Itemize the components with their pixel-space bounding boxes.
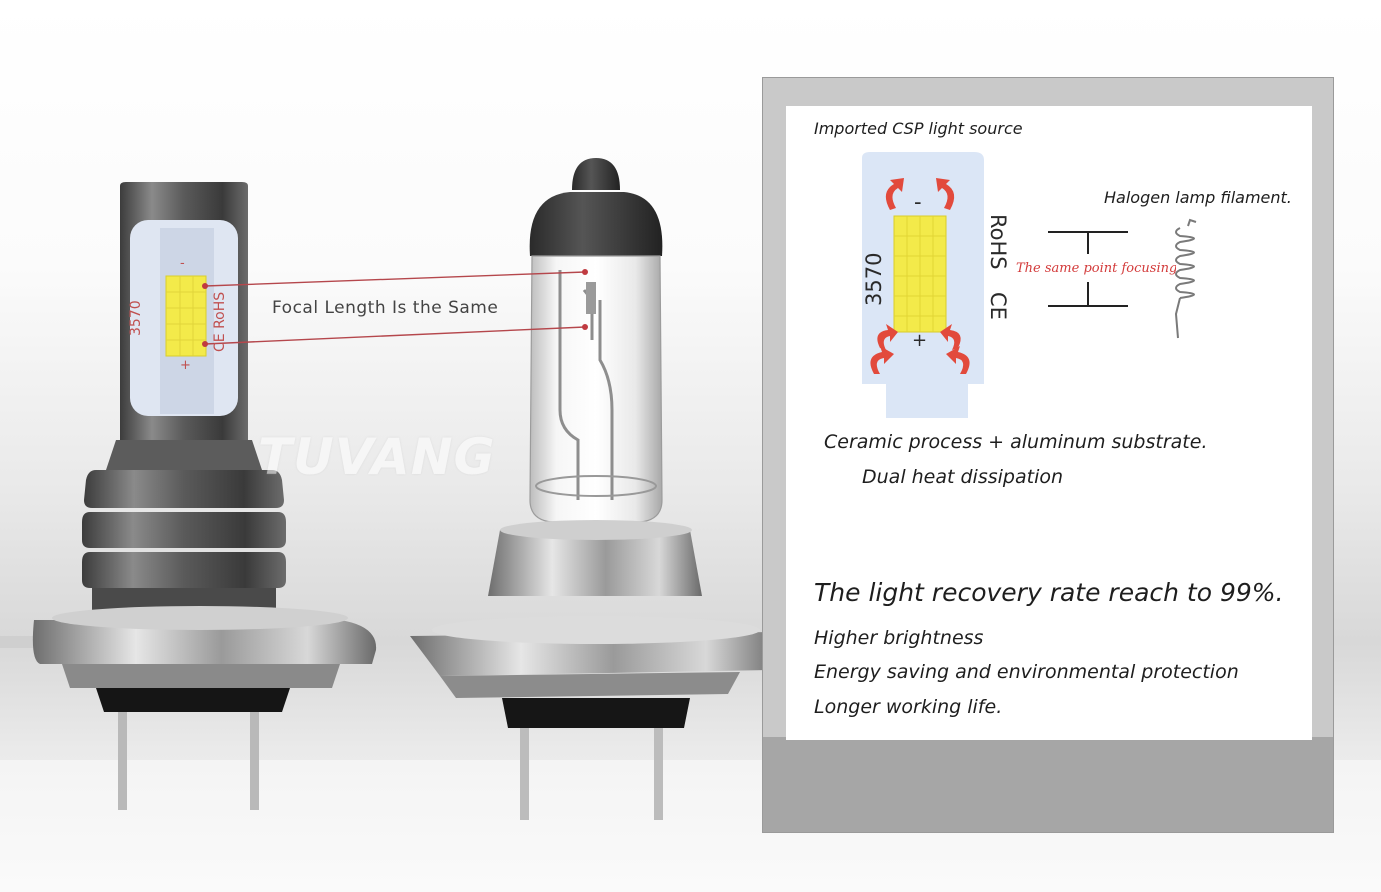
led-chip-marks: CE RoHS <box>212 291 228 352</box>
filament-coil-icon <box>1174 218 1197 339</box>
csp-chip-illustration <box>862 152 984 418</box>
focal-length-label: Focal Length Is the Same <box>272 298 499 318</box>
led-chip-minus: - <box>180 256 185 271</box>
panel-bottom-shade <box>763 737 1333 832</box>
csp-chip-plus: + <box>912 330 928 351</box>
feature-item: Longer working life. <box>814 696 1003 718</box>
focus-bracket-illustration <box>1048 218 1197 339</box>
light-recovery-headline: The light recovery rate reach to 99%. <box>814 578 1284 607</box>
halogen-bulb <box>410 158 780 820</box>
dual-heat-dissipation-line: Dual heat dissipation <box>862 466 1064 488</box>
feature-item: Higher brightness <box>814 627 984 649</box>
brand-watermark: TUVANG <box>258 428 496 486</box>
csp-chip-model: 3570 <box>862 252 886 306</box>
halogen-filament-title: Halogen lamp filament. <box>1104 188 1292 207</box>
led-chip-plus: + <box>180 358 191 373</box>
csp-light-source-title: Imported CSP light source <box>814 119 1023 138</box>
csp-chip-minus: - <box>914 190 922 214</box>
csp-chip-marks-ce: CE <box>986 292 1010 320</box>
csp-chip-marks-rohs: RoHS <box>986 214 1010 270</box>
led-bulb <box>0 182 377 810</box>
led-chip-model: 3570 <box>128 300 144 336</box>
focal-length-lines <box>202 269 588 347</box>
feature-item: Energy saving and environmental protecti… <box>814 661 1239 683</box>
ceramic-process-line: Ceramic process + aluminum substrate. <box>824 431 1208 453</box>
same-point-focusing-label: The same point focusing <box>1016 261 1176 276</box>
